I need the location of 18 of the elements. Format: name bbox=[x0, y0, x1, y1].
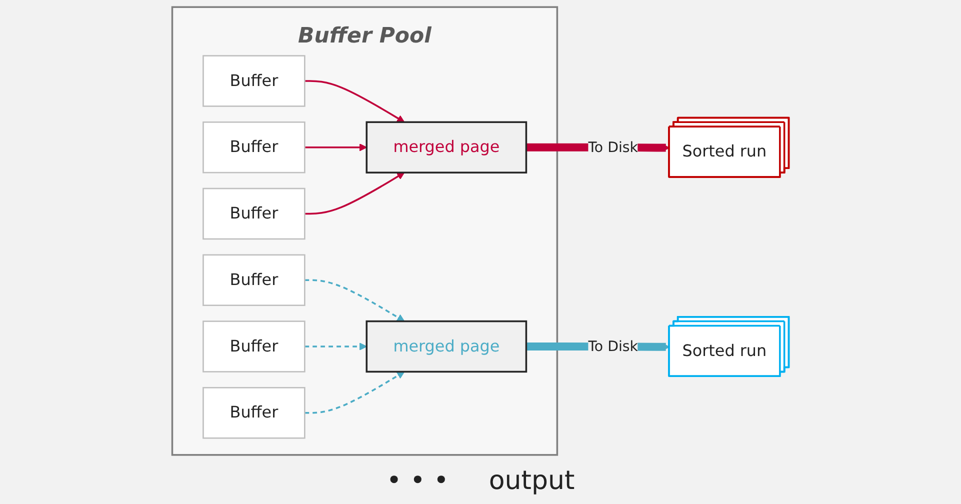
edge-label: To Disk bbox=[588, 338, 638, 354]
node-box: Buffer bbox=[202, 254, 306, 306]
arrow bbox=[304, 143, 367, 152]
node-box: merged page bbox=[366, 320, 528, 373]
edge-label: To Disk bbox=[588, 138, 638, 156]
arrow bbox=[304, 172, 405, 215]
node-box: Buffer bbox=[202, 55, 306, 107]
node-box: Buffer bbox=[202, 320, 306, 372]
arrow bbox=[304, 371, 405, 414]
node-box: merged page bbox=[366, 121, 528, 174]
note-text: • • • bbox=[386, 466, 449, 496]
arrow bbox=[304, 342, 367, 350]
node-box: Buffer bbox=[202, 121, 306, 174]
arrow bbox=[304, 80, 405, 122]
node-box: Buffer bbox=[202, 188, 306, 240]
node-box: Buffer bbox=[202, 386, 306, 439]
note-text: output bbox=[488, 466, 575, 496]
arrow bbox=[304, 279, 405, 322]
